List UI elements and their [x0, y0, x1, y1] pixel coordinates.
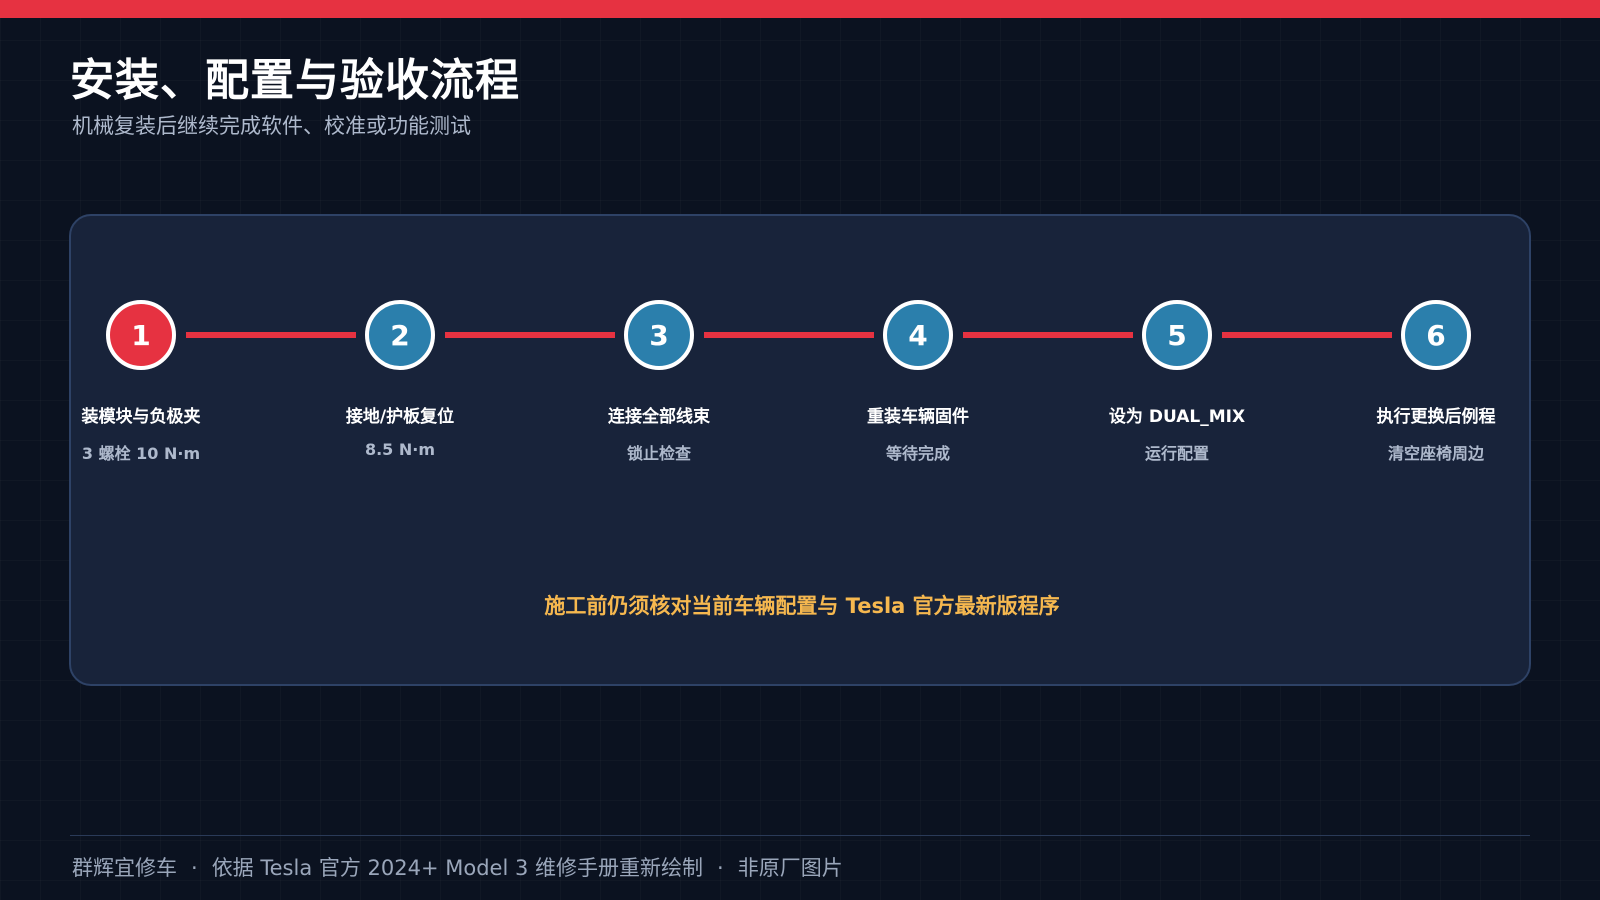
footer-divider — [70, 835, 1530, 836]
step-2-detail: 8.5 N·m — [364, 440, 436, 459]
page-title: 安装、配置与验收流程 — [70, 55, 520, 106]
step-2-number: 2 — [390, 318, 410, 352]
top-accent-bar — [0, 0, 1600, 18]
footer-separator: · — [191, 856, 198, 880]
step-4-detail: 等待完成 — [885, 444, 950, 463]
caution-note: 施工前仍须核对当前车辆配置与 Tesla 官方最新版程序 — [544, 594, 1060, 618]
step-5-circle: 5 — [1142, 300, 1212, 370]
connector-3-4 — [704, 332, 874, 338]
step-2-label: 接地/护板复位 — [345, 407, 455, 427]
step-2-circle: 2 — [365, 300, 435, 370]
footer-separator: · — [717, 856, 724, 880]
step-3-label: 连接全部线束 — [608, 407, 710, 427]
step-5-label: 设为 DUAL_MIX — [1108, 407, 1246, 427]
footer: 群辉宜修车 · 依据 Tesla 官方 2024+ Model 3 维修手册重新绘制… — [72, 852, 843, 882]
step-1-label: 装模块与负极夹 — [81, 407, 201, 427]
step-5-number: 5 — [1167, 318, 1187, 352]
step-4-number: 4 — [908, 318, 928, 352]
step-3-circle: 3 — [624, 300, 694, 370]
step-4-circle: 4 — [883, 300, 953, 370]
step-3-detail: 锁止检查 — [626, 444, 691, 463]
step-5-detail: 运行配置 — [1144, 444, 1209, 463]
footer-source: 依据 Tesla 官方 2024+ Model 3 维修手册重新绘制 — [211, 856, 704, 880]
step-1-number: 1 — [131, 318, 151, 352]
step-3-number: 3 — [649, 318, 669, 352]
step-6-label: 执行更换后例程 — [1376, 407, 1496, 427]
connector-1-2 — [186, 332, 356, 338]
connector-5-6 — [1222, 332, 1392, 338]
connector-2-3 — [445, 332, 615, 338]
footer-brand: 群辉宜修车 — [72, 856, 177, 880]
connector-4-5 — [963, 332, 1133, 338]
process-panel: 1 装模块与负极夹 3 螺栓 10 N·m 2 接地/护板复位 8.5 N·m … — [69, 214, 1531, 686]
step-1-detail: 3 螺栓 10 N·m — [81, 444, 201, 463]
step-4-label: 重装车辆固件 — [867, 407, 969, 427]
step-1-circle: 1 — [106, 300, 176, 370]
step-6-number: 6 — [1426, 318, 1446, 352]
footer-disclaimer: 非原厂图片 — [737, 856, 843, 880]
step-6-detail: 清空座椅周边 — [1387, 444, 1484, 463]
page-subtitle: 机械复装后继续完成软件、校准或功能测试 — [72, 114, 471, 138]
step-6-circle: 6 — [1401, 300, 1471, 370]
